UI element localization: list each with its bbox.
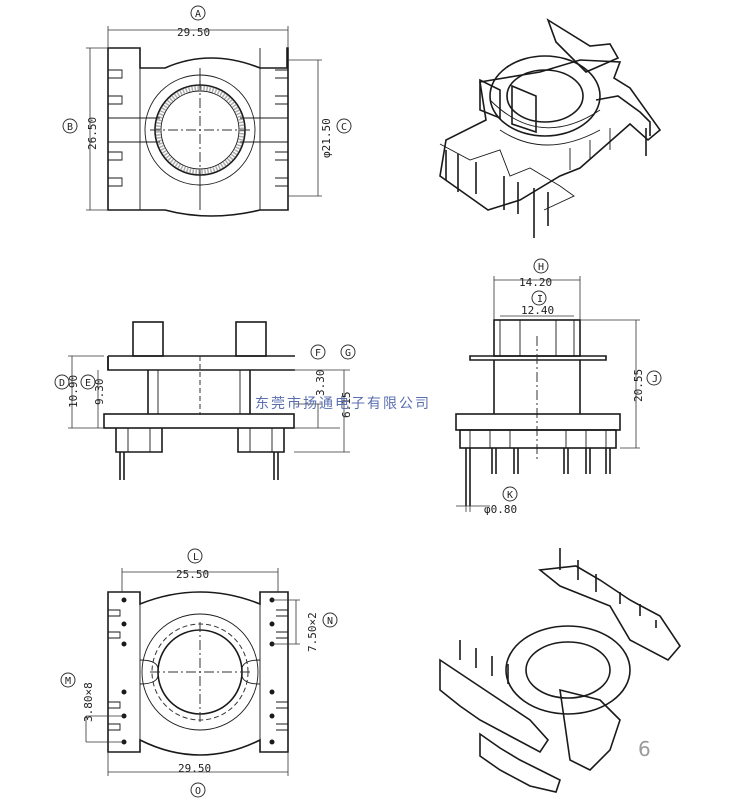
balloon-i: I [537, 294, 543, 305]
balloon-h: H [538, 262, 544, 273]
balloon-k: K [507, 490, 513, 501]
front-view-i-dim: 12.40 [521, 304, 554, 317]
top-view: 29.50 A 26.50 B φ21.50 C [62, 5, 352, 217]
side-view-g-dim: 6.15 [340, 392, 353, 419]
top-view-diameter-dim: φ21.50 [320, 118, 333, 158]
isometric-view-bottom [439, 548, 682, 793]
balloon-b: B [67, 122, 73, 133]
company-watermark: 东莞市扬通电子有限公司 [255, 395, 431, 412]
balloon-d: D [59, 378, 65, 389]
pin-holes [121, 597, 275, 745]
front-view-k-dim: φ0.80 [484, 503, 517, 516]
balloon-g: G [345, 348, 351, 359]
bottom-view-n-dim: 7.50×2 [306, 612, 319, 652]
balloon-a: A [195, 9, 201, 20]
balloon-n: N [327, 616, 333, 627]
front-view-h-dim: 14.20 [519, 276, 552, 289]
side-view-e-dim: 9.30 [93, 379, 106, 406]
balloon-c: C [341, 122, 347, 133]
top-view-height-dim: 26.50 [86, 117, 99, 150]
balloon-o: O [195, 786, 201, 797]
front-view: 14.20 H 12.40 I 20.55 J φ0.80 K [455, 258, 662, 516]
bottom-view-l-dim: 25.50 [176, 568, 209, 581]
side-view-f-dim: 3.30 [314, 370, 327, 397]
balloon-f: F [315, 348, 321, 359]
bottom-view: 25.50 L 29.50 O 3.80×8 M 7.50×2 N [60, 548, 338, 798]
balloon-e: E [85, 378, 91, 389]
bottom-view-o-dim: 29.50 [178, 762, 211, 775]
page-number: 6 [638, 737, 651, 761]
balloon-j: J [652, 374, 658, 385]
balloon-m: M [65, 676, 71, 687]
isometric-view-top [439, 18, 662, 238]
front-view-j-dim: 20.55 [632, 369, 645, 402]
top-view-outline [107, 47, 289, 217]
bottom-view-m-dim: 3.80×8 [82, 682, 95, 722]
side-view: 10.90 D 9.30 E 3.30 F 6.15 G [54, 321, 356, 480]
balloon-l: L [193, 552, 199, 563]
side-view-d-dim: 10.90 [67, 375, 80, 408]
top-view-width-dim: 29.50 [177, 26, 210, 39]
